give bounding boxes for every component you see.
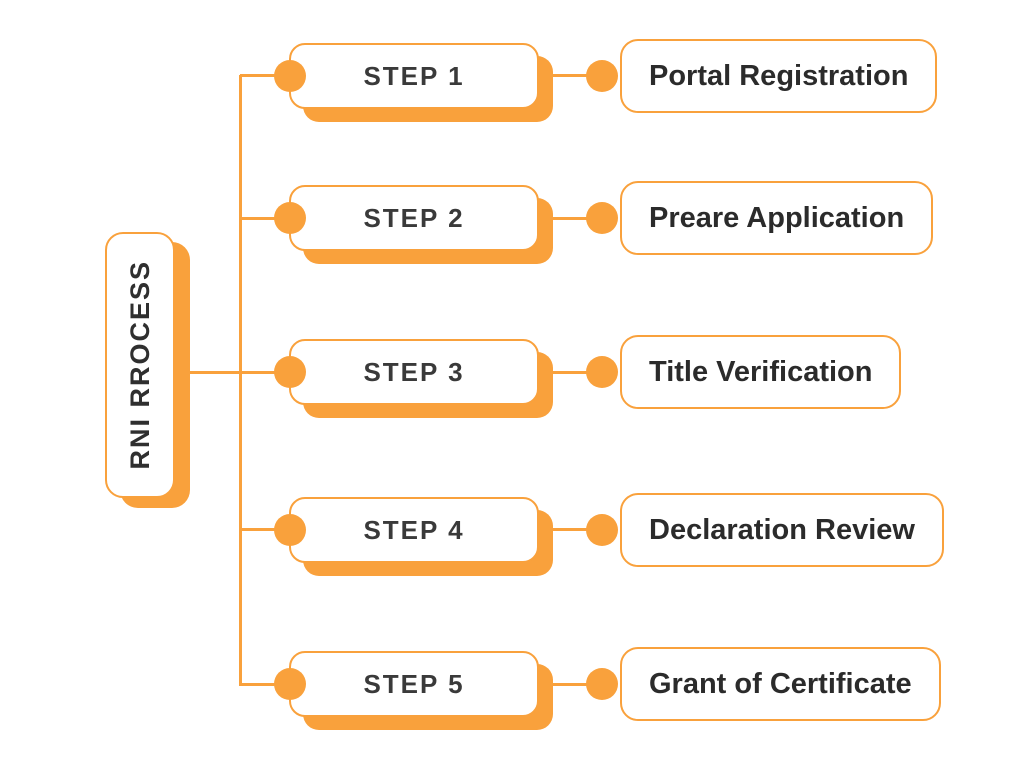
step-1-node: STEP 1 [289, 43, 539, 109]
link-line-step-4 [540, 528, 602, 531]
step-4-label: STEP 4 [363, 514, 465, 545]
step-2-label: STEP 2 [363, 202, 465, 233]
description-4-label: Declaration Review [649, 513, 915, 546]
branch-line-step-2 [240, 217, 290, 220]
description-5-dot-icon [586, 668, 618, 700]
description-3-dot-icon [586, 356, 618, 388]
description-3-label: Title Verification [649, 355, 873, 388]
link-line-step-1 [540, 74, 602, 77]
description-1-dot-icon [586, 60, 618, 92]
description-2-node: Preare Application [620, 181, 934, 255]
step-2-node: STEP 2 [289, 185, 539, 251]
description-1-node: Portal Registration [620, 39, 938, 113]
description-5-label: Grant of Certificate [649, 667, 912, 700]
step-5-label: STEP 5 [363, 668, 465, 699]
step-4-node: STEP 4 [289, 497, 539, 563]
description-5-node: Grant of Certificate [620, 647, 941, 721]
link-line-step-2 [540, 217, 602, 220]
description-1-label: Portal Registration [649, 59, 909, 92]
branch-line-step-4 [240, 528, 290, 531]
root-node: RNI RROCESS [105, 232, 175, 498]
step-1-dot-icon [274, 60, 306, 92]
trunk-connector-line [239, 75, 242, 686]
root-node-label: RNI RROCESS [124, 260, 155, 470]
root-connector-line [176, 371, 240, 374]
description-4-dot-icon [586, 514, 618, 546]
step-5-node: STEP 5 [289, 651, 539, 717]
branch-line-step-3 [240, 371, 290, 374]
link-line-step-3 [540, 371, 602, 374]
step-3-dot-icon [274, 356, 306, 388]
step-5-dot-icon [274, 668, 306, 700]
branch-line-step-5 [240, 683, 290, 686]
step-4-dot-icon [274, 514, 306, 546]
description-2-label: Preare Application [649, 201, 905, 234]
description-4-node: Declaration Review [620, 493, 944, 567]
description-3-node: Title Verification [620, 335, 902, 409]
step-3-node: STEP 3 [289, 339, 539, 405]
step-2-dot-icon [274, 202, 306, 234]
step-3-label: STEP 3 [363, 356, 465, 387]
description-2-dot-icon [586, 202, 618, 234]
link-line-step-5 [540, 683, 602, 686]
branch-line-step-1 [240, 74, 290, 77]
step-1-label: STEP 1 [363, 60, 465, 91]
